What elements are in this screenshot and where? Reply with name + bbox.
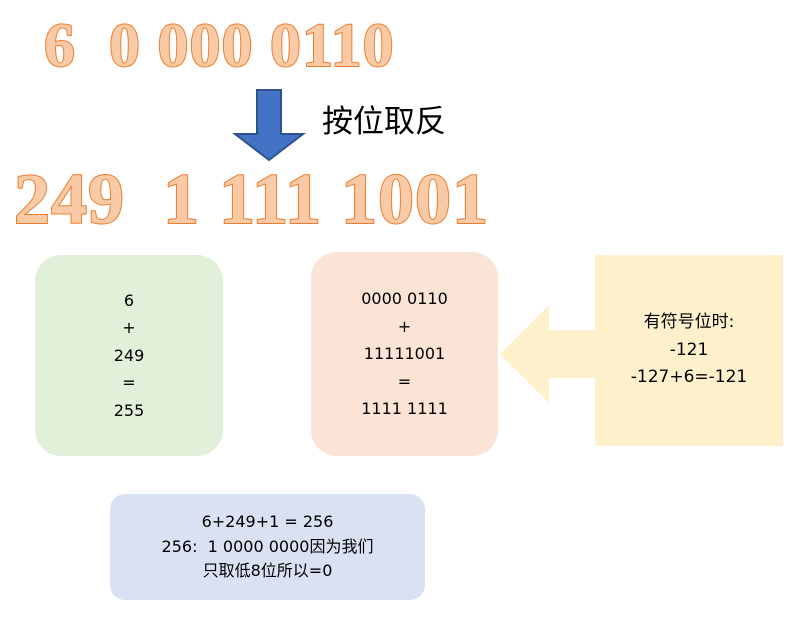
overflow-note-box: 6+249+1 = 256 256: 1 0000 0000因为我们 只取低8位… (110, 494, 425, 600)
down-arrow-icon (232, 88, 306, 162)
decimal-sum-line: 6 (123, 290, 135, 310)
decimal-sum-box: 6 + 249 = 255 (35, 255, 223, 456)
binary-sum-line: 0000 0110 (361, 289, 448, 309)
decimal-sum-line: 249 (113, 345, 145, 365)
decimal-sum-line: + (122, 318, 136, 338)
overflow-note-line: 256: 1 0000 0000因为我们 (161, 536, 374, 556)
binary-sum-line: + (397, 316, 412, 336)
overflow-note-line: 6+249+1 = 256 (201, 511, 334, 531)
signed-note-line: -121 (669, 339, 709, 360)
left-arrow-icon (500, 304, 598, 404)
signed-note-box: 有符号位时: -121 -127+6=-121 (595, 255, 783, 446)
bitwise-invert-caption: 按位取反 (322, 104, 446, 140)
decimal-sum-line: = (122, 373, 136, 393)
signed-note-line: -127+6=-121 (630, 367, 748, 388)
decimal-sum-line: 255 (113, 400, 145, 420)
binary-sum-line: 1111 1111 (361, 399, 448, 419)
signed-note-line: 有符号位时: (643, 312, 735, 333)
binary-sum-line: 11111001 (363, 344, 446, 364)
headline-original-value: 6 0 000 0110 (43, 12, 395, 80)
binary-sum-box: 0000 0110 + 11111001 = 1111 1111 (311, 252, 498, 456)
headline-inverted-value: 249 1 111 1001 (13, 159, 490, 239)
overflow-note-line: 只取低8位所以=0 (202, 561, 333, 581)
binary-sum-line: = (397, 371, 412, 391)
